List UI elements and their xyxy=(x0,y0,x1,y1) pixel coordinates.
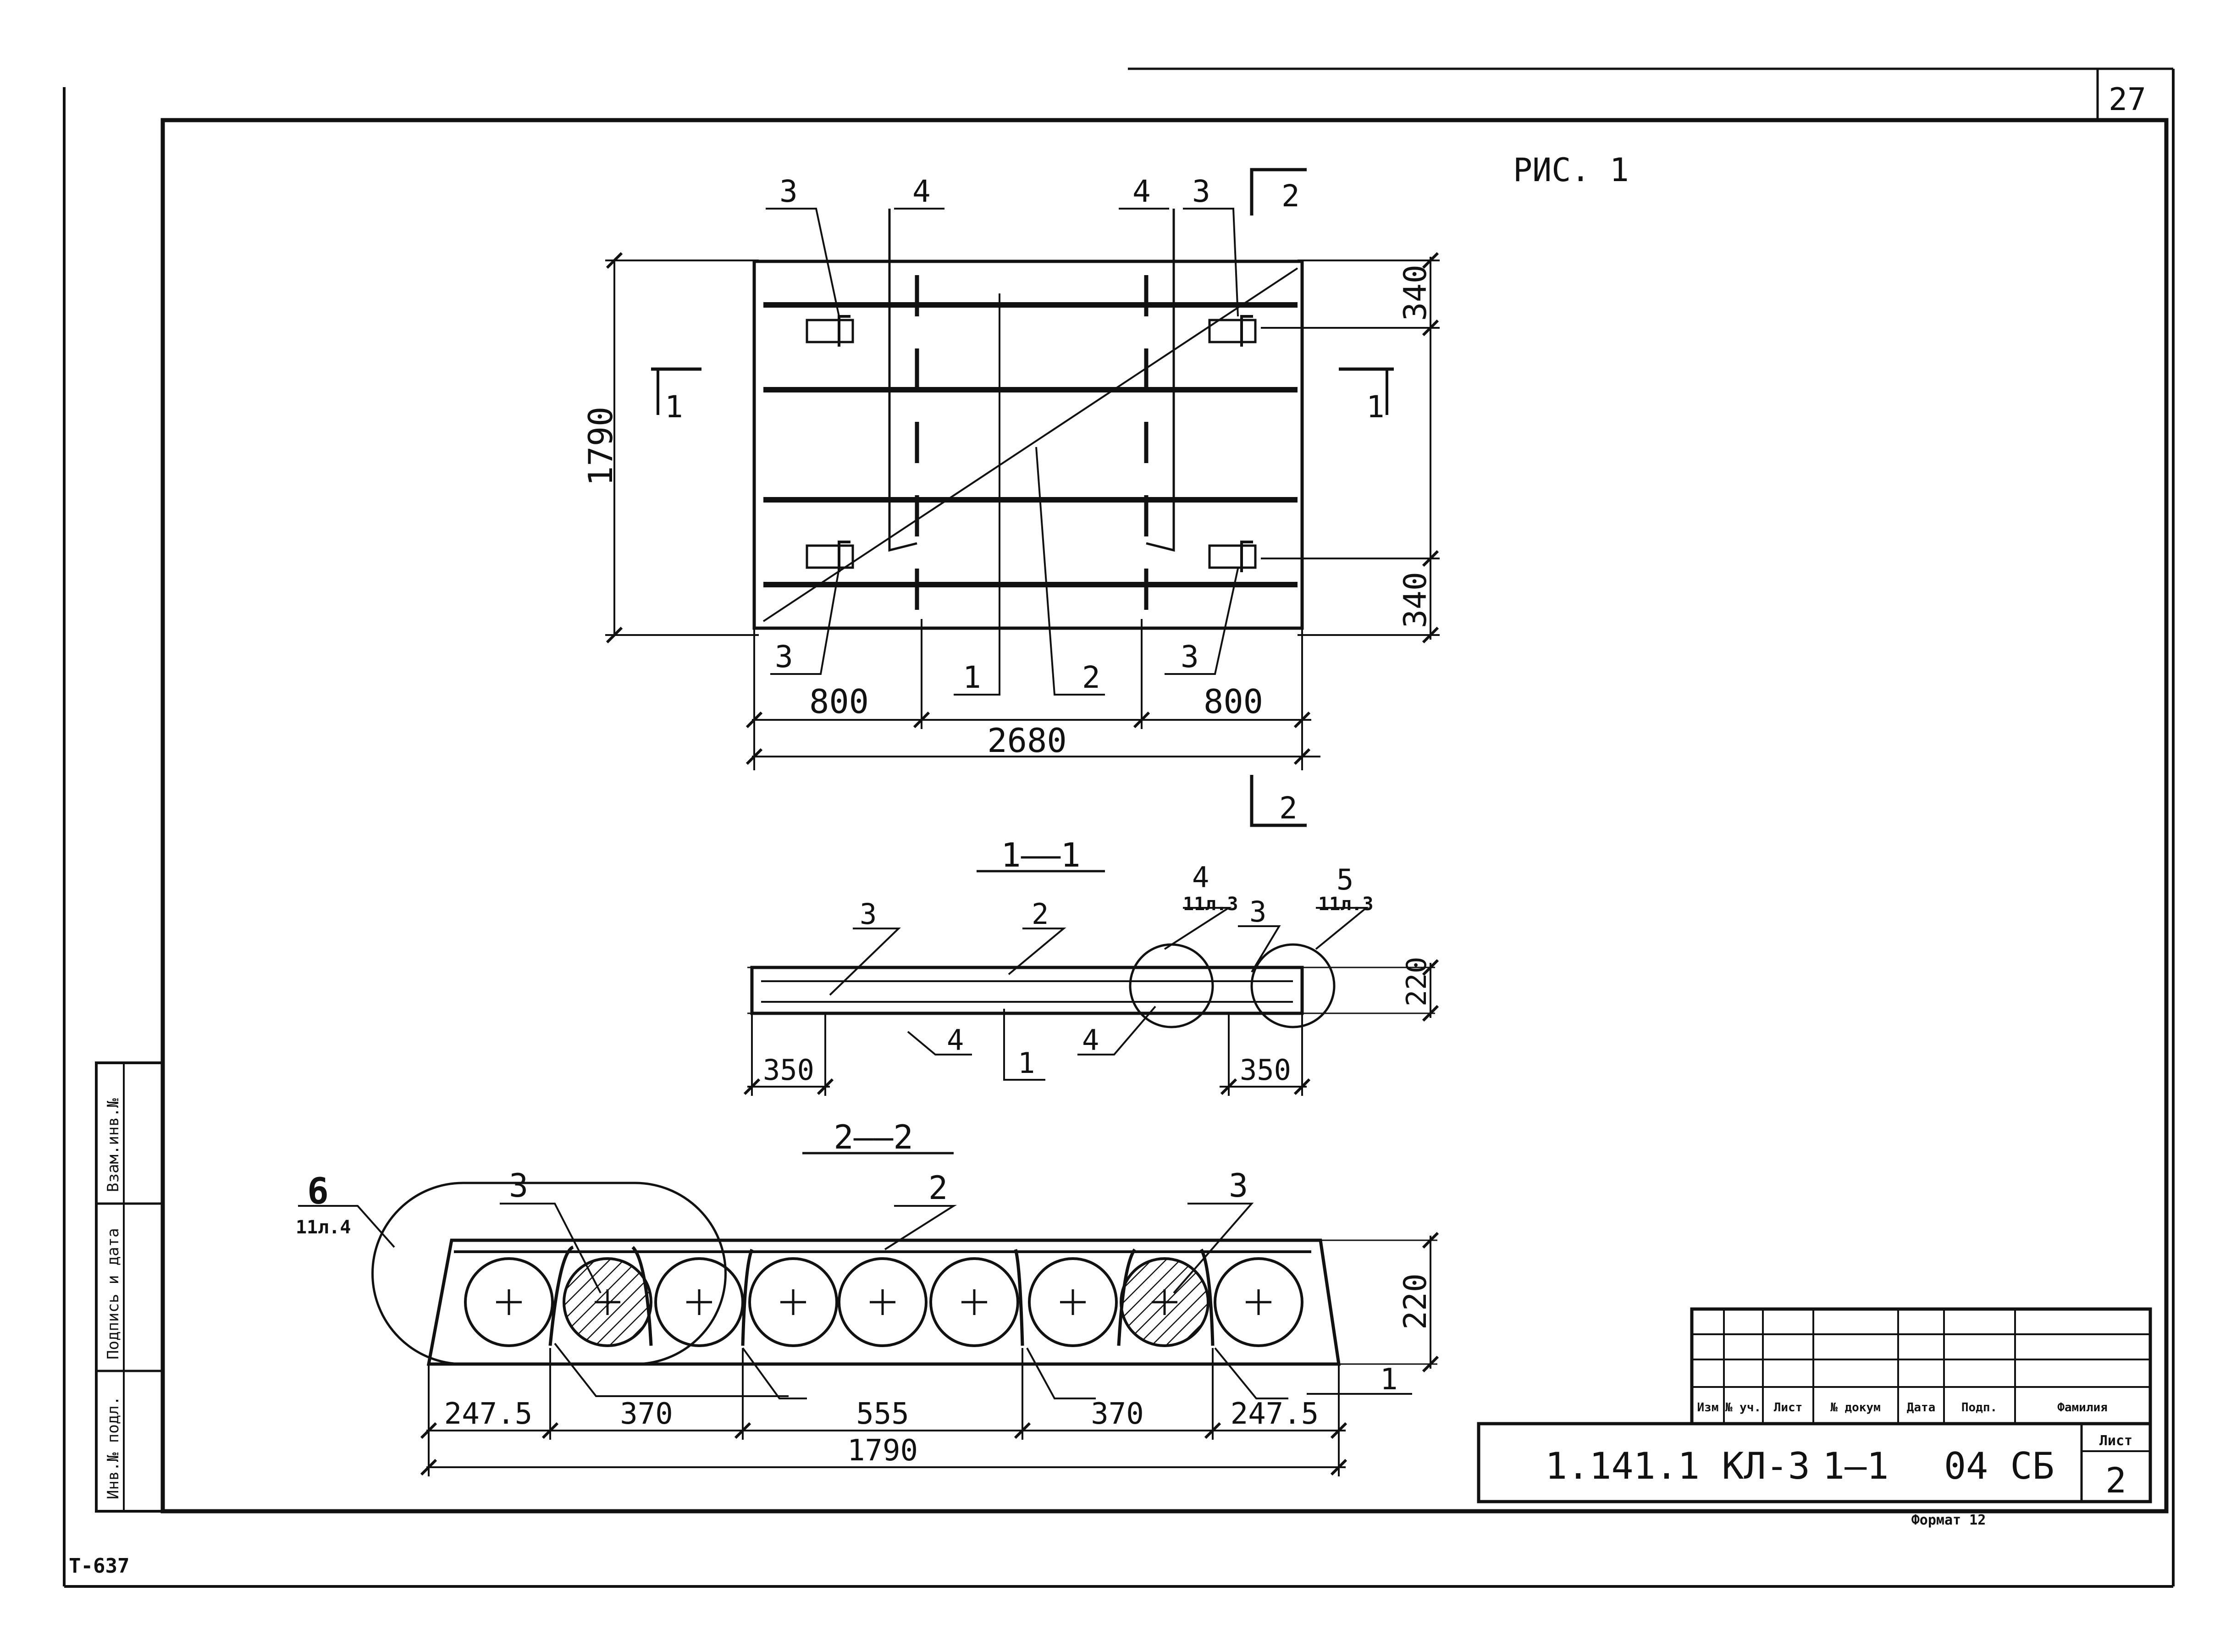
section-mark-1-right: 1 xyxy=(1366,389,1385,425)
tb-col-data: Дата xyxy=(1907,1401,1936,1414)
callout-sec1-5: 5 xyxy=(1336,863,1353,896)
callout-sec2-3-right: 3 xyxy=(1229,1167,1248,1204)
callout-plan-2: 2 xyxy=(1082,660,1100,695)
callout-sec2-2: 2 xyxy=(928,1169,948,1207)
plan-view xyxy=(605,168,1440,827)
tb-section: 1–1 xyxy=(1822,1445,1889,1487)
tb-sheet-code: 04 СБ xyxy=(1944,1445,2054,1487)
tb-document-code: 1.141.1 КЛ-3 xyxy=(1545,1445,1810,1487)
callout-sec1-4-sheet-ref: 11л.3 xyxy=(1183,894,1238,915)
tb-col-podp: Подп. xyxy=(1961,1401,1997,1414)
callout-plan-4-right: 4 xyxy=(1132,174,1151,209)
callout-plan-1: 1 xyxy=(963,660,981,695)
callout-plan-3-top-right: 3 xyxy=(1192,174,1210,209)
callout-sec2-6: 6 xyxy=(307,1171,329,1212)
dim-sec1-height: 220 xyxy=(1401,957,1433,1006)
tb-col-no-dokum: № докум xyxy=(1830,1401,1881,1414)
section-1-1 xyxy=(745,870,1438,1096)
dim-sec2-d4: 370 xyxy=(1091,1397,1144,1431)
callout-sec1-4-right: 4 xyxy=(1082,1023,1099,1057)
side-stamp: Инв.№ подл. Подпись и дата Взам.инв.№ xyxy=(95,1061,164,1513)
callout-sec1-5-sheet-ref: 11л.3 xyxy=(1318,894,1373,915)
section-mark-2-bottom: 2 xyxy=(1279,790,1298,826)
stamp-inv-no: Инв.№ подл. xyxy=(104,1396,122,1499)
figure-label: РИС. 1 xyxy=(1513,151,1629,189)
callout-plan-3-bottom-right: 3 xyxy=(1181,639,1199,674)
section-2-2-labels: 2——2 220 247.5 370 555 370 247.5 1790 6 … xyxy=(296,1118,1434,1468)
callout-sec2-6-sheet-ref: 11л.4 xyxy=(296,1217,351,1238)
callout-plan-3-top-left: 3 xyxy=(779,174,798,209)
dim-sec2-d3: 555 xyxy=(856,1397,909,1431)
callout-sec2-1: 1 xyxy=(1380,1363,1398,1397)
sheet-frame xyxy=(63,67,2175,1588)
dim-sec1-left: 350 xyxy=(763,1053,814,1087)
stamp-exchange-inv: Взам.инв.№ xyxy=(104,1098,122,1192)
stamp-signature-date: Подпись и дата xyxy=(104,1228,122,1359)
tb-col-list: Лист xyxy=(1774,1401,1803,1414)
dim-sec1-right: 350 xyxy=(1240,1053,1291,1087)
section-1-1-labels: 1——1 220 350 350 3 2 4 1 4 4 11л.3 3 5 1… xyxy=(763,836,1433,1087)
tb-sheet-label: Лист xyxy=(2099,1433,2132,1449)
section-1-1-title: 1——1 xyxy=(1001,836,1080,874)
title-block: Изм № уч. Лист № докум Дата Подп. Фамили… xyxy=(1477,1307,2152,1503)
tb-col-no-uch: № уч. xyxy=(1725,1401,1761,1414)
callout-sec1-4-detail: 4 xyxy=(1192,861,1209,894)
dim-sec2-total: 1790 xyxy=(847,1434,918,1468)
section-mark-2-top: 2 xyxy=(1281,178,1300,214)
dim-plan-length: 2680 xyxy=(987,721,1066,760)
section-2-2-title: 2——2 xyxy=(834,1118,913,1156)
tb-col-izm: Изм xyxy=(1697,1401,1719,1414)
dim-plan-edge-top: 340 xyxy=(1397,265,1434,321)
callout-sec1-3-left: 3 xyxy=(860,897,877,931)
callout-plan-4-left: 4 xyxy=(912,174,931,209)
dim-plan-end-right: 800 xyxy=(1204,682,1263,721)
callout-plan-3-bottom-left: 3 xyxy=(775,639,793,674)
dim-plan-width: 1790 xyxy=(581,407,620,486)
dim-sec2-d2: 370 xyxy=(620,1397,673,1431)
inventory-code: Т-637 xyxy=(69,1554,129,1578)
tb-col-familiya: Фамилия xyxy=(2057,1401,2108,1414)
callout-sec1-3-right: 3 xyxy=(1249,895,1266,928)
dim-sec2-d1: 247.5 xyxy=(444,1397,533,1431)
page-number: 27 xyxy=(2109,82,2146,118)
dim-sec2-height: 220 xyxy=(1397,1273,1434,1330)
callout-sec1-2: 2 xyxy=(1032,897,1049,931)
callout-sec1-4-left: 4 xyxy=(947,1023,964,1057)
dim-plan-edge-bottom: 340 xyxy=(1397,572,1434,628)
dim-sec2-d5: 247.5 xyxy=(1231,1397,1319,1431)
section-mark-1-left: 1 xyxy=(665,389,683,425)
callout-sec1-1: 1 xyxy=(1018,1046,1035,1080)
callout-sec2-3-left: 3 xyxy=(509,1167,528,1204)
section-2-2 xyxy=(298,1152,1438,1476)
dim-plan-end-left: 800 xyxy=(809,682,869,721)
tb-sheet-number: 2 xyxy=(2105,1460,2126,1501)
format-label: Формат 12 xyxy=(1911,1512,1986,1528)
plan-view-labels: 1790 2680 800 800 340 340 3 4 4 3 3 3 1 … xyxy=(581,174,1434,826)
